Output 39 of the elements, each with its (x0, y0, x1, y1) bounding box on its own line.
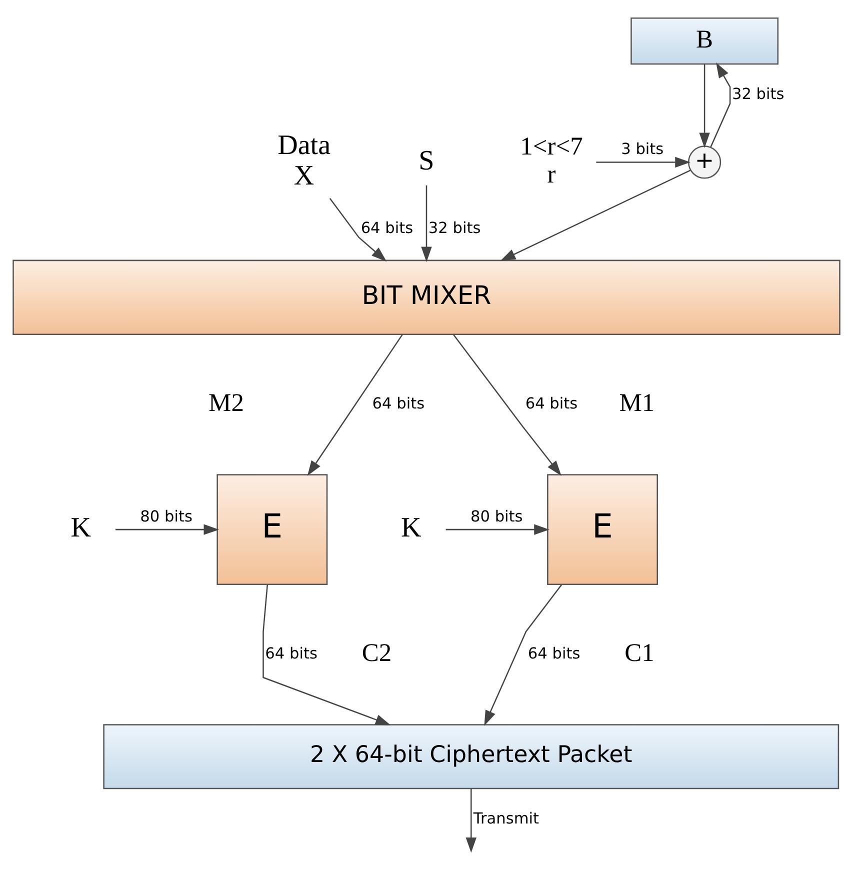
arrow (710, 62, 731, 148)
edge-label: 64 bits (360, 219, 414, 238)
node-circle: + (688, 146, 722, 179)
node-box: E (216, 474, 328, 586)
label: M1 (619, 388, 655, 417)
arrow (262, 584, 391, 726)
edge-label: 64 bits (528, 644, 580, 663)
arrow (421, 185, 432, 262)
arrow (453, 334, 562, 476)
label: C2 (362, 638, 392, 667)
node-box: B (630, 17, 779, 65)
edge-label: 64 bits (372, 394, 425, 413)
arrow (446, 524, 550, 535)
arrow (466, 788, 476, 853)
edge-label: 32 bits (732, 85, 784, 104)
node-text: Data X (278, 130, 331, 192)
node-text: S (418, 145, 434, 176)
arrow (596, 156, 690, 168)
arrow (116, 524, 220, 535)
arrow (484, 584, 562, 726)
arrow (307, 334, 403, 476)
edge-label: 3 bits (621, 140, 664, 158)
node-text: K (70, 512, 91, 544)
edge-label: 32 bits (428, 219, 481, 238)
edge-label: 80 bits (140, 507, 192, 526)
node-box: 2 X 64-bit Ciphertext Packet (103, 724, 840, 790)
node-text: K (401, 512, 422, 544)
edge-label: 64 bits (525, 394, 578, 413)
edge-label: Transmit (473, 810, 540, 828)
node-text: 1<r<7 r (520, 132, 583, 189)
node-box: E (547, 474, 658, 586)
label: M2 (208, 388, 244, 417)
arrow (500, 170, 691, 261)
edge-label: 64 bits (265, 644, 318, 663)
arrow (699, 64, 710, 148)
arrow (329, 198, 387, 262)
node-box: BIT MIXER (12, 260, 840, 336)
edge-label: 80 bits (470, 507, 523, 526)
label: C1 (624, 638, 654, 667)
